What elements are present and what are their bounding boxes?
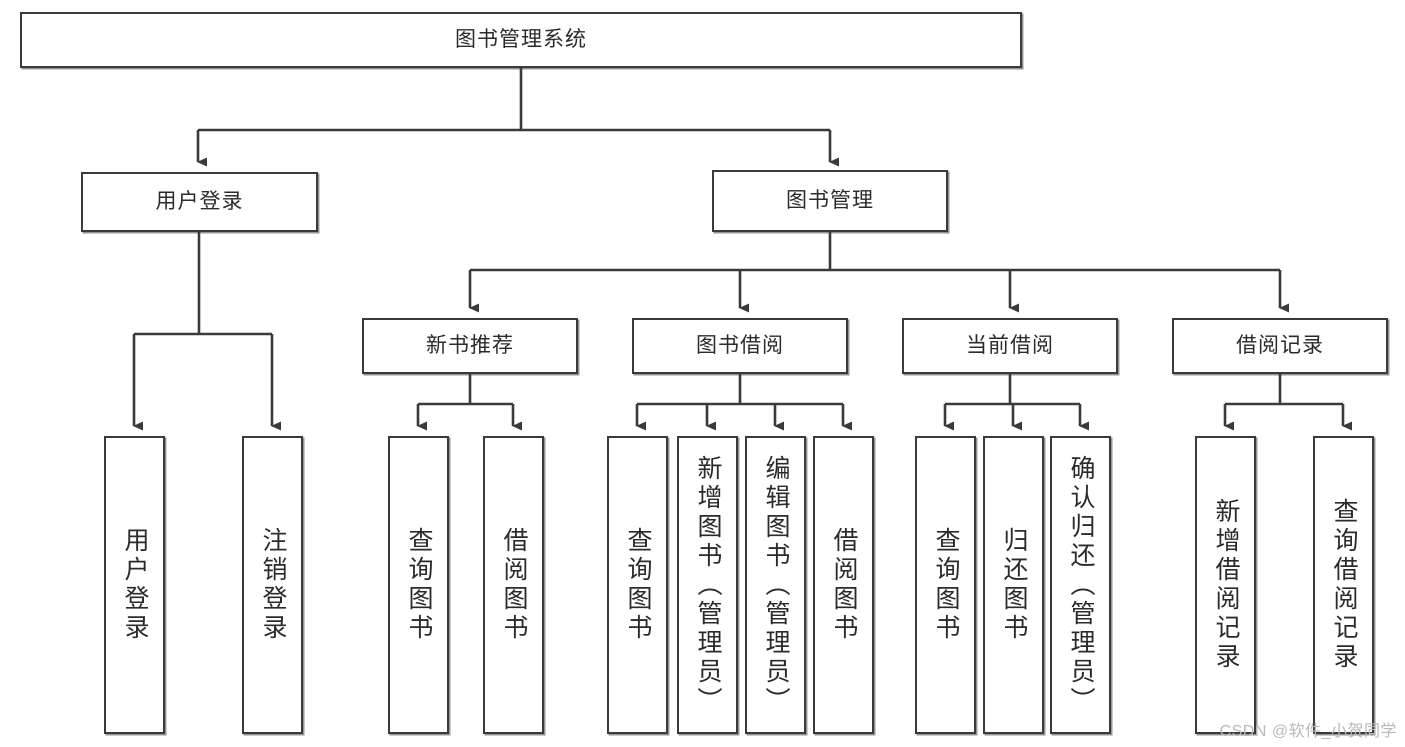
- node-borrow-record[interactable]: 借阅记录: [1172, 318, 1388, 374]
- node-borrow-record-label: 借阅记录: [1236, 333, 1324, 357]
- node-leaf-confirm-return-label: 确认归还（管理员）: [1067, 454, 1095, 716]
- node-leaf-edit-book[interactable]: 编辑图书（管理员）: [745, 436, 806, 734]
- node-book-management-label: 图书管理: [786, 188, 874, 212]
- node-leaf-add-record[interactable]: 新增借阅记录: [1195, 436, 1256, 734]
- node-root[interactable]: 图书管理系统: [20, 12, 1022, 68]
- node-leaf-query-book-3-label: 查询图书: [932, 527, 960, 643]
- node-book-management[interactable]: 图书管理: [712, 170, 948, 232]
- node-book-borrow[interactable]: 图书借阅: [632, 318, 848, 374]
- node-leaf-add-record-label: 新增借阅记录: [1212, 498, 1240, 672]
- node-leaf-add-book[interactable]: 新增图书（管理员）: [677, 436, 738, 734]
- node-leaf-edit-book-label: 编辑图书（管理员）: [762, 454, 790, 716]
- node-current-borrow[interactable]: 当前借阅: [902, 318, 1118, 374]
- node-leaf-user-login-label: 用户登录: [121, 527, 149, 643]
- node-leaf-query-book-2-label: 查询图书: [624, 527, 652, 643]
- node-current-borrow-label: 当前借阅: [966, 333, 1054, 357]
- node-user-login[interactable]: 用户登录: [81, 172, 318, 232]
- node-leaf-query-record[interactable]: 查询借阅记录: [1313, 436, 1374, 734]
- watermark: CSDN @软件_小贺同学: [1219, 723, 1397, 740]
- node-leaf-borrow-book-1-label: 借阅图书: [500, 527, 528, 643]
- node-leaf-query-book-3[interactable]: 查询图书: [915, 436, 976, 734]
- node-leaf-query-book-1-label: 查询图书: [405, 527, 433, 643]
- node-leaf-return-book[interactable]: 归还图书: [983, 436, 1044, 734]
- node-leaf-query-book-1[interactable]: 查询图书: [388, 436, 449, 734]
- node-new-book-recommend[interactable]: 新书推荐: [362, 318, 578, 374]
- node-leaf-logout-label: 注销登录: [259, 527, 287, 643]
- node-leaf-borrow-book-2[interactable]: 借阅图书: [813, 436, 874, 734]
- node-book-borrow-label: 图书借阅: [696, 333, 784, 357]
- node-leaf-user-login[interactable]: 用户登录: [104, 436, 165, 734]
- node-leaf-add-book-label: 新增图书（管理员）: [694, 454, 722, 716]
- node-leaf-return-book-label: 归还图书: [1000, 527, 1028, 643]
- node-leaf-borrow-book-2-label: 借阅图书: [830, 527, 858, 643]
- node-leaf-logout[interactable]: 注销登录: [242, 436, 303, 734]
- node-user-login-label: 用户登录: [155, 189, 244, 213]
- node-new-book-recommend-label: 新书推荐: [426, 333, 514, 357]
- node-leaf-borrow-book-1[interactable]: 借阅图书: [483, 436, 544, 734]
- node-leaf-query-book-2[interactable]: 查询图书: [607, 436, 668, 734]
- node-leaf-confirm-return[interactable]: 确认归还（管理员）: [1050, 436, 1111, 734]
- node-root-label: 图书管理系统: [455, 27, 587, 51]
- node-leaf-query-record-label: 查询借阅记录: [1330, 498, 1358, 672]
